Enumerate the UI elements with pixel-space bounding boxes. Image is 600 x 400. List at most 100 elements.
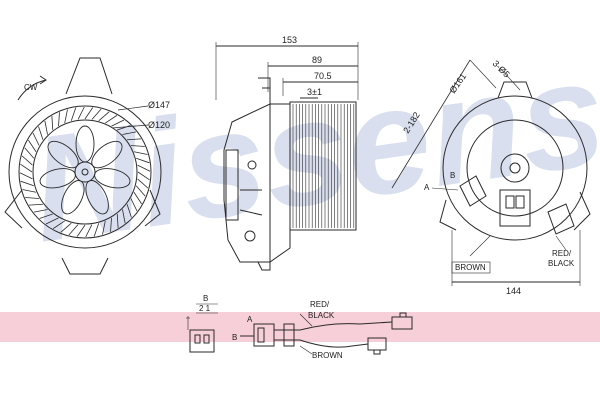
rear-motor-ring xyxy=(466,119,564,217)
rear-view xyxy=(391,59,591,286)
left-ear-top xyxy=(65,57,113,95)
diameter-147-label: Ø147 xyxy=(148,100,170,110)
blade-line xyxy=(136,157,150,164)
blade-line xyxy=(76,224,86,237)
dim-70-label: 70.5 xyxy=(314,71,332,81)
blade-line xyxy=(133,192,142,205)
blade-line xyxy=(44,120,48,135)
connector-detail xyxy=(186,303,413,355)
rear-lug-right xyxy=(573,191,591,231)
blade-line xyxy=(52,220,65,229)
terminal-a-label: A xyxy=(424,183,430,192)
blade-line xyxy=(110,217,112,232)
blade-line xyxy=(137,171,150,181)
left-ear-left xyxy=(4,189,23,229)
blade-line xyxy=(77,106,85,120)
blade-line xyxy=(33,209,48,213)
rear-lug-top xyxy=(497,81,533,99)
blade-line xyxy=(70,107,77,121)
left-hub xyxy=(74,161,96,183)
left-ear-bottom xyxy=(61,257,109,275)
wire-red-path xyxy=(299,321,393,331)
blade-line xyxy=(28,139,37,152)
blade-line xyxy=(126,204,132,218)
rear-connector-body xyxy=(499,189,531,227)
blade-line xyxy=(60,222,72,233)
blade-line xyxy=(127,138,141,141)
blade-line xyxy=(25,197,40,199)
connector-pin-a: A xyxy=(247,315,253,324)
side-profile-view xyxy=(215,42,359,271)
left-ear-right xyxy=(144,189,161,227)
blade-line xyxy=(85,224,93,238)
connector-red-label-1: RED/ xyxy=(310,300,330,309)
connector-pin-b: B xyxy=(232,333,237,342)
wire-red-label-1: RED/ xyxy=(552,249,572,258)
blade-line xyxy=(84,107,94,120)
connector-red-label-2: BLACK xyxy=(308,311,335,320)
left-wheel-outer xyxy=(18,105,152,239)
wire-brown-path xyxy=(299,339,369,348)
blade-line xyxy=(68,224,79,236)
fan-fins xyxy=(292,104,355,228)
blade-line xyxy=(135,185,146,197)
blade-line xyxy=(130,145,145,147)
blade-line xyxy=(20,180,34,187)
blade-line xyxy=(91,108,102,120)
rear-outer-housing xyxy=(442,95,588,241)
rear-hub xyxy=(500,153,530,183)
left-hub-center xyxy=(81,168,89,176)
blade-line xyxy=(102,220,106,235)
fan-wheel-side xyxy=(289,101,357,231)
plug-face xyxy=(189,329,215,353)
wire-brown-label: BROWN xyxy=(455,263,486,272)
blade-line xyxy=(122,209,126,224)
dim-3-label: 3±1 xyxy=(307,87,322,97)
blade-line xyxy=(22,189,37,193)
blade-line xyxy=(39,213,53,219)
blade-line xyxy=(111,119,125,127)
wire-brown-box xyxy=(451,261,491,274)
dim-153-label: 153 xyxy=(282,35,297,45)
motor-body xyxy=(223,103,291,263)
blade-line xyxy=(21,155,33,166)
left-blade-ring xyxy=(19,106,151,238)
blade-line xyxy=(130,198,138,212)
blade-line xyxy=(105,115,118,124)
rear-lug-left xyxy=(439,199,457,231)
blade-line xyxy=(19,172,33,180)
left-front-view xyxy=(4,57,162,275)
blade-line xyxy=(51,116,54,130)
connector-band xyxy=(0,312,600,342)
left-outer-housing xyxy=(8,95,162,249)
rotation-arrow-icon xyxy=(17,79,47,101)
terminal-b-label: B xyxy=(450,171,455,180)
motor-flange xyxy=(257,77,271,271)
blade-line xyxy=(117,125,131,131)
dim-144-label: 144 xyxy=(506,286,521,296)
diameter-120-label: Ø120 xyxy=(148,120,170,130)
connector-header-b: B xyxy=(203,294,208,303)
rotation-label: CW xyxy=(24,83,38,92)
watermark-text: Nissens xyxy=(21,27,600,273)
left-wheel-inner xyxy=(32,119,138,225)
motor-cap xyxy=(225,149,239,221)
blade-line xyxy=(98,111,110,122)
dim-89-label: 89 xyxy=(312,55,322,65)
blade-line xyxy=(116,214,119,228)
blade-line xyxy=(24,147,35,159)
blade-line xyxy=(32,132,40,146)
blade-line xyxy=(137,164,151,172)
blade-line xyxy=(93,223,100,237)
blade-line xyxy=(137,178,149,189)
blade-line xyxy=(58,112,60,127)
blade-line xyxy=(45,217,59,225)
connector-header-21: 2 1 xyxy=(199,304,211,313)
blade-line xyxy=(29,203,43,206)
wire-red-label-2: BLACK xyxy=(548,259,575,268)
connector-brown-label: BROWN xyxy=(312,351,343,360)
blade-line xyxy=(122,131,137,135)
blade-line xyxy=(38,126,44,140)
